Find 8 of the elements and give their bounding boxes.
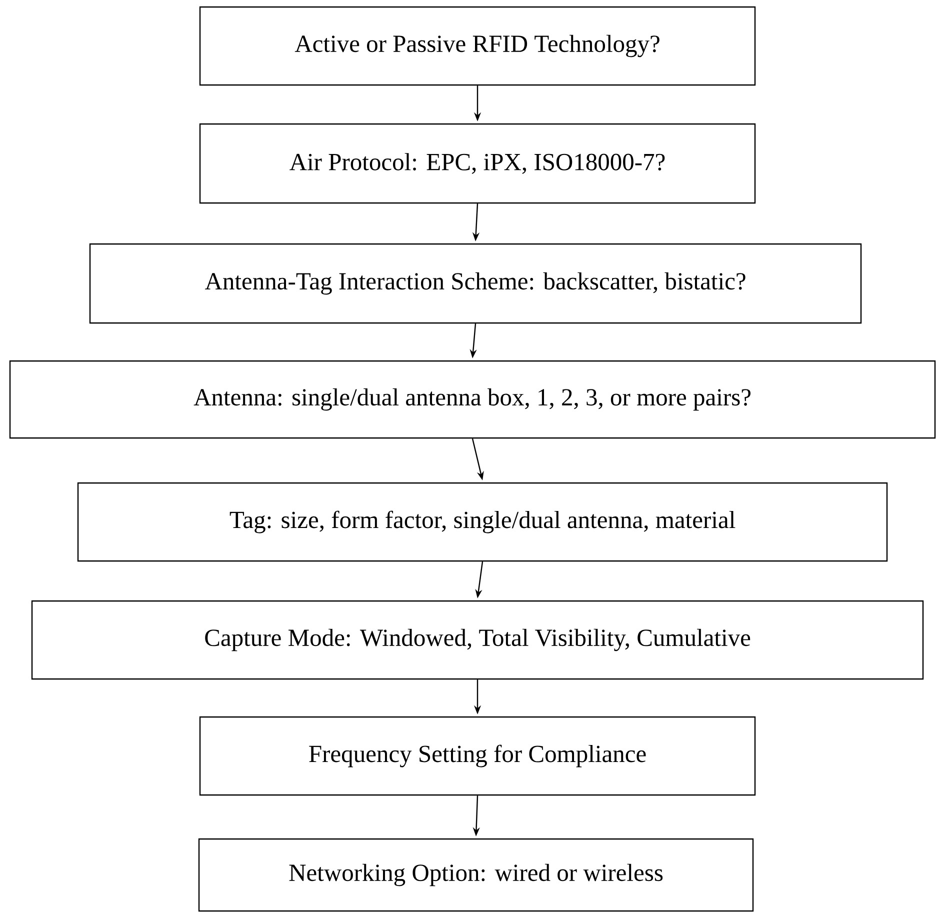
process-box: Antenna-Tag Interaction Scheme: backscatter, bistatic? — [89, 243, 862, 324]
process-box: Capture Mode: Windowed, Total Visibility, Cumulative — [31, 600, 924, 680]
process-box: Active or Passive RFID Technology? — [199, 6, 756, 86]
process-box: Air Protocol: EPC, iPX, ISO18000-7? — [199, 123, 756, 204]
process-box: Antenna: single/dual antenna box, 1, 2, 3, or more pairs? — [9, 360, 936, 439]
process-box: Networking Option: wired or wireless — [198, 838, 754, 912]
process-box: Tag: size, form factor, single/dual antenna, material — [77, 482, 888, 562]
process-box: Frequency Setting for Compliance — [199, 716, 756, 796]
